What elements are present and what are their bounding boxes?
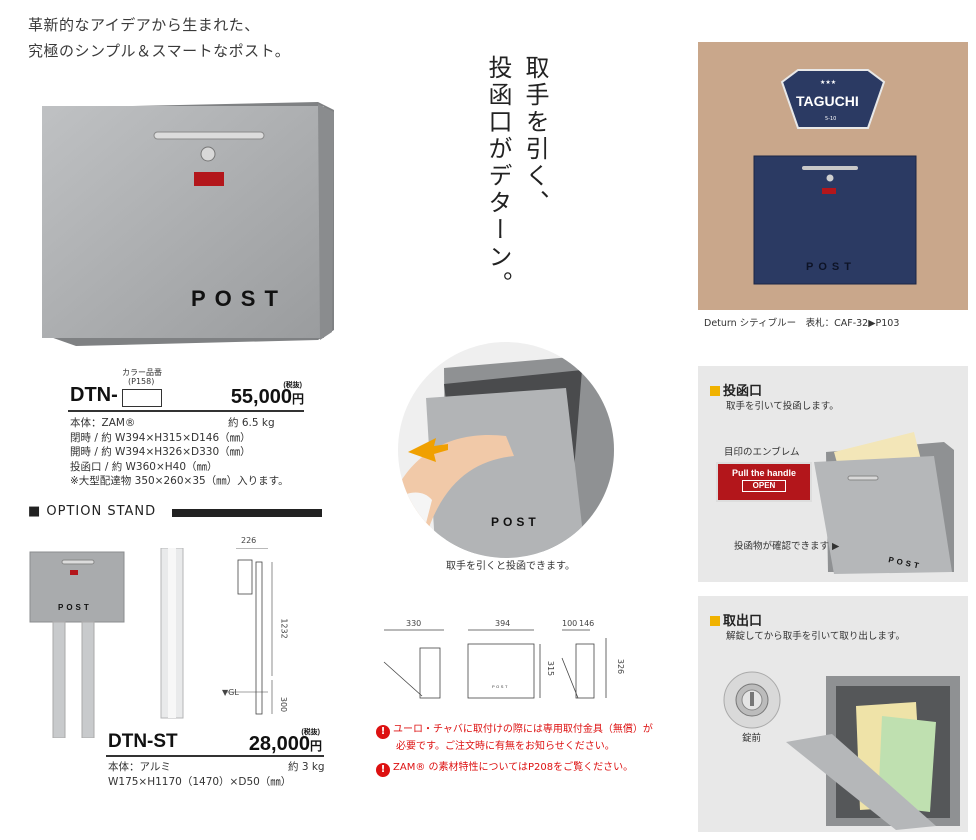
sign-num: 5-10 (825, 116, 836, 122)
panel-insert-title: 投函口 (710, 380, 762, 399)
navy-post-label: POST (806, 261, 856, 273)
lock-image (723, 671, 781, 729)
dim-1232: 1232 (279, 618, 289, 639)
spec-note: ※大型配達物 350×260×35（㎜）入ります。 (70, 475, 289, 487)
note-1-line1: ユーロ・チャバに取付けの際には専用取付金具（無償）が (393, 724, 653, 735)
panel-remove: 取出口 解錠してから取手を引いて取り出します。 錠前 (698, 596, 968, 832)
name-sign (780, 69, 886, 129)
warning-icon: ! (376, 763, 390, 777)
open-lid (814, 456, 952, 574)
demo-image: POST (398, 342, 614, 558)
stand-post-label: POST (58, 603, 92, 612)
demo-post-label: POST (491, 515, 540, 529)
diagram-post-label: POST (492, 684, 509, 689)
product-main-image: POST (42, 102, 334, 346)
color-label: カラー品番 (122, 368, 162, 377)
option-yen: 円 (309, 739, 322, 753)
dim-315: 315 (546, 660, 556, 677)
yen: 円 (291, 392, 304, 406)
sign-stars: ★★★ (820, 79, 836, 86)
model-name: DTN- (70, 384, 118, 406)
panel-insert-check: 投函物が確認できます ▶ (734, 541, 840, 552)
dim-300: 300 (279, 696, 289, 713)
price-value: 55,000 (230, 386, 292, 408)
panel-insert-title-text: 投函口 (723, 384, 763, 399)
stand-leg-left (52, 621, 66, 738)
option-title: ■ OPTION STAND (28, 504, 157, 519)
dim-146: 146 (579, 619, 595, 628)
note-1-line2: 必要です。ご注文時に有無をお知らせください。 (396, 741, 615, 752)
spec-list: 本体：ZAM® 約 6.5 kg 閉時 / 約 W394×H315×D146（㎜… (70, 416, 310, 489)
option-spec: 本体：アルミ 約 3 kg W175×H1170（1470）×D50（㎜） (108, 760, 328, 789)
emblem-line2: OPEN (742, 480, 786, 492)
warning-icon: ! (376, 725, 390, 739)
spec-slot: 投函口 / 約 W360×H40（㎜） (70, 460, 218, 473)
photo-caption: Deturn シティブルー 表札：CAF-32▶P103 (704, 318, 900, 329)
lock-icon (200, 146, 216, 162)
emblem (194, 172, 224, 186)
panel-remove-title: 取出口 (710, 610, 762, 629)
option-price: 28,000円 (税抜) (244, 729, 322, 756)
lock-label: 錠前 (742, 733, 762, 744)
stand-leg-right (81, 621, 95, 738)
emblem-label: 目印のエンブレム (724, 447, 800, 458)
color-code-box (122, 389, 162, 407)
panel-remove-title-text: 取出口 (723, 614, 763, 629)
spec-weight: 約 6.5 kg (228, 417, 275, 429)
demo-caption: 取手を引くと投函できます。 (446, 561, 575, 572)
dim-394: 394 (495, 619, 511, 628)
spec-material: 本体：ZAM® (70, 417, 136, 429)
price: 55,000円 (税抜) (228, 382, 304, 409)
option-model: DTN-ST (108, 731, 178, 752)
box-front (42, 106, 324, 338)
headline-line2: 投函口がデターン。 (484, 55, 512, 298)
dim-326: 326 (616, 658, 626, 675)
sign-name: TAGUCHI (796, 93, 859, 109)
demo-open-lid (426, 388, 586, 558)
note-2: !ZAM® の素材特性についてはP208をご覧ください。 (376, 760, 633, 777)
option-spec-size: W175×H1170（1470）×D50（㎜） (108, 775, 292, 788)
keyhole-icon (750, 692, 754, 706)
open-door (786, 734, 936, 830)
emblem-badge: Pull the handle OPEN (716, 462, 812, 502)
option-stand-image: POST (29, 548, 273, 738)
post-label: POST (191, 286, 287, 311)
option-divider (106, 755, 324, 757)
option-bar (172, 509, 322, 517)
spec-open: 開時 / 約 W394×H326×D330（㎜） (70, 446, 251, 458)
dim-226: 226 (241, 536, 257, 545)
installation-photo: ★★★ TAGUCHI 5-10 POST (698, 42, 968, 310)
handle (153, 131, 265, 140)
option-tax: (税抜) (301, 729, 320, 736)
emblem-line1: Pull the handle (731, 468, 796, 478)
headline-line1: 取手を引く、 (521, 55, 549, 217)
square-icon (710, 616, 720, 626)
panel-insert-desc: 取手を引いて投函します。 (726, 401, 839, 412)
dim-100: 100 (562, 619, 578, 628)
panel-insert: 投函口 取手を引いて投函します。 目印のエンブレム Pull the handl… (698, 366, 968, 582)
color-page: (P158) (128, 377, 155, 386)
dim-330: 330 (406, 619, 422, 628)
ground-level: ▼GL (222, 688, 239, 697)
panel-remove-desc: 解錠してから取手を引いて取り出します。 (726, 631, 905, 642)
note-2-text: ZAM® の素材特性についてはP208をご覧ください。 (393, 762, 634, 773)
tagline-line1: 革新的なアイデアから生まれた、 (28, 16, 260, 34)
option-spec-material: 本体：アルミ (108, 761, 171, 773)
dimension-diagram: POST (383, 629, 607, 699)
square-icon (710, 386, 720, 396)
panel-remove-image (786, 676, 960, 830)
option-spec-weight: 約 3 kg (288, 761, 325, 773)
divider (68, 410, 304, 412)
tagline-line2: 究極のシンプル＆スマートなポスト。 (28, 42, 291, 60)
option-price-value: 28,000 (248, 733, 310, 755)
arrow-icon (408, 438, 448, 462)
tax-label: (税抜) (283, 382, 302, 389)
spec-closed: 閉時 / 約 W394×H315×D146（㎜） (70, 431, 251, 444)
note-1: !ユーロ・チャバに取付けの際には専用取付金具（無償）が 必要です。ご注文時に有無… (376, 722, 653, 754)
panel-insert-image: POST (814, 432, 954, 574)
navy-post-box (753, 155, 917, 285)
tagline: 革新的なアイデアから生まれた、 究極のシンプル＆スマートなポスト。 (28, 12, 290, 64)
